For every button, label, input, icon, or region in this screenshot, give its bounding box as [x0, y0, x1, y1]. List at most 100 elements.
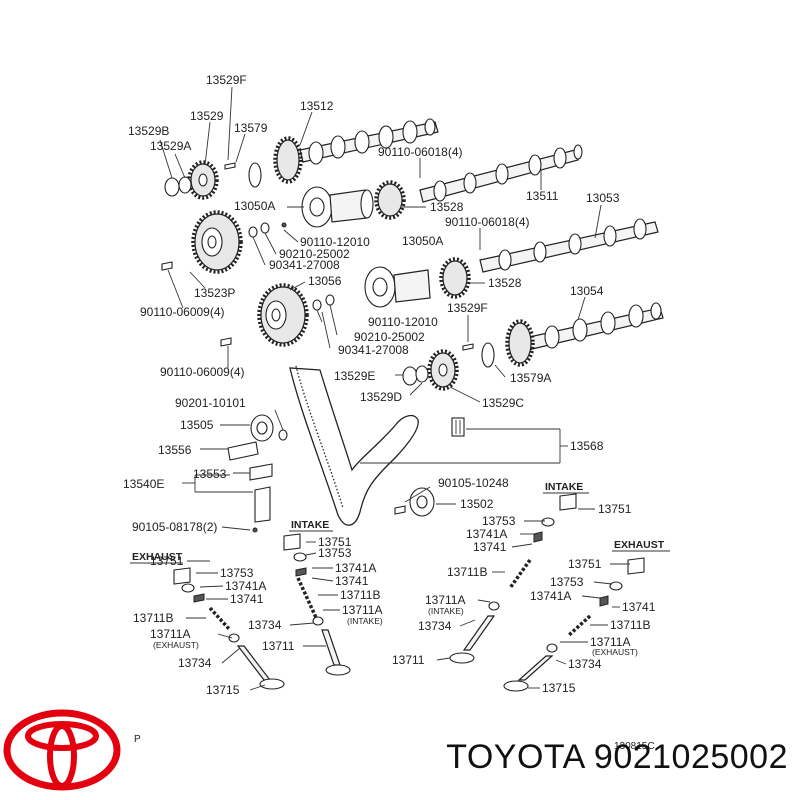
label-13050A: 13050A — [234, 199, 275, 213]
label-13711A: 13711A — [150, 627, 190, 641]
label-13741A: 13741A — [530, 589, 571, 603]
label-13711A: 13711A — [590, 635, 630, 649]
label-90110-06009: 90110-06009(4) — [160, 365, 245, 379]
idler-13502 — [394, 487, 435, 517]
label-13715: 13715 — [542, 681, 576, 695]
label-13711A: 13711A — [425, 593, 465, 607]
washer-set-upper — [161, 222, 287, 271]
label-90110-06018: 90110-06018(4) — [378, 145, 463, 159]
label-13529D: 13529D — [360, 390, 402, 404]
label-13556: 13556 — [158, 443, 192, 457]
label-13751: 13751 — [568, 557, 602, 571]
label-13054: 13054 — [570, 284, 604, 298]
camshaft-13054 — [505, 302, 664, 367]
note-intake: (INTAKE) — [347, 616, 383, 626]
pulley-13050A-lower — [364, 266, 431, 308]
valve-train-right-intake — [449, 493, 577, 664]
pulley-13050A-upper — [301, 186, 374, 228]
label-13529F: 13529F — [206, 73, 247, 87]
label-13511: 13511 — [526, 189, 559, 203]
figure-code: 130815C — [614, 741, 655, 752]
timing-belt-13568 — [289, 365, 465, 526]
label-90110-06018: 90110-06018(4) — [445, 215, 530, 229]
sprocket-13529C — [402, 349, 459, 391]
label-13751: 13751 — [318, 535, 352, 549]
label-13741: 13741 — [622, 600, 656, 614]
valve-train-left — [173, 567, 285, 690]
label-13734: 13734 — [248, 618, 282, 632]
valve-train-right-exhaust — [503, 557, 645, 692]
brand-part-number: TOYOTA 9021025002 — [446, 738, 788, 776]
note-exhaust: (EXHAUST) — [592, 647, 638, 657]
label-90341-27008: 90341-27008 — [338, 343, 409, 357]
pulley-13523P — [191, 210, 243, 274]
label-13711B: 13711B — [447, 565, 487, 579]
label-90210-25002: 90210-25002 — [279, 247, 350, 261]
label-13741: 13741 — [230, 592, 264, 606]
toyota-logo — [3, 709, 121, 791]
label-13502: 13502 — [460, 497, 494, 511]
label-13529E: 13529E — [334, 369, 375, 383]
label-13751: 13751 — [598, 502, 632, 516]
label-13741A: 13741A — [335, 561, 376, 575]
label-13529C: 13529C — [482, 396, 524, 410]
gear-13528-upper — [374, 180, 406, 220]
label-90341-27008: 90341-27008 — [269, 258, 340, 272]
pin-13579 — [224, 162, 262, 188]
snap-ring-13529B — [164, 176, 192, 197]
p-mark: P — [134, 734, 141, 745]
label-13540E: 13540E — [123, 477, 164, 491]
header-intake: INTAKE — [545, 481, 583, 493]
label-13741A: 13741A — [466, 527, 507, 541]
label-13528: 13528 — [488, 276, 522, 290]
label-90110-06009: 90110-06009(4) — [140, 305, 225, 319]
gear-13528-lower — [439, 257, 471, 299]
label-13741: 13741 — [473, 540, 507, 554]
label-13751: 13751 — [150, 554, 184, 568]
camshaft-13511 — [419, 144, 583, 203]
label-13753: 13753 — [220, 566, 254, 580]
label-13741A: 13741A — [225, 579, 266, 593]
label-13529A: 13529A — [150, 139, 191, 153]
label-90201-10101: 90201-10101 — [175, 396, 246, 410]
label-13053: 13053 — [586, 191, 620, 205]
label-13711: 13711 — [262, 639, 295, 653]
label-13711B: 13711B — [610, 618, 650, 632]
label-13734: 13734 — [568, 657, 602, 671]
label-13523P: 13523P — [194, 286, 235, 300]
leader-lines — [159, 86, 630, 691]
label-13711A: 13711A — [342, 603, 382, 617]
valve-train-center — [283, 533, 351, 676]
label-13529F: 13529F — [447, 301, 488, 315]
label-13579: 13579 — [234, 121, 268, 135]
label-13553: 13553 — [193, 467, 227, 481]
label-13715: 13715 — [206, 683, 240, 697]
label-13711B: 13711B — [340, 588, 380, 602]
label-13741: 13741 — [335, 574, 369, 588]
pin-13529F-lower — [462, 342, 495, 368]
label-13050A: 13050A — [402, 234, 443, 248]
label-13505: 13505 — [180, 418, 214, 432]
label-13568: 13568 — [570, 439, 604, 453]
camshaft-13053 — [479, 218, 659, 273]
label-90110-12010: 90110-12010 — [300, 235, 370, 249]
label-90105-08178: 90105-08178(2) — [132, 520, 217, 534]
label-13056: 13056 — [308, 274, 342, 288]
label-13528: 13528 — [430, 200, 464, 214]
brand-footer — [3, 709, 121, 791]
tensioner-13505 — [227, 414, 288, 533]
note-exhaust: (EXHAUST) — [153, 640, 199, 650]
label-13753: 13753 — [318, 546, 352, 560]
pulley-13056 — [257, 283, 309, 347]
header-exhaust: EXHAUST — [614, 539, 665, 551]
header-intake: INTAKE — [291, 519, 329, 531]
label-90110-12010: 90110-12010 — [368, 315, 438, 329]
note-intake: (INTAKE) — [428, 606, 464, 616]
label-13579A: 13579A — [510, 371, 551, 385]
label-90210-25002: 90210-25002 — [354, 330, 425, 344]
camshaft-13512 — [273, 118, 439, 184]
label-90105-10248: 90105-10248 — [438, 476, 509, 490]
callout-labels: 13529F 13529 13512 13529B 13529A 13579 9… — [123, 73, 670, 752]
label-13753: 13753 — [482, 514, 516, 528]
